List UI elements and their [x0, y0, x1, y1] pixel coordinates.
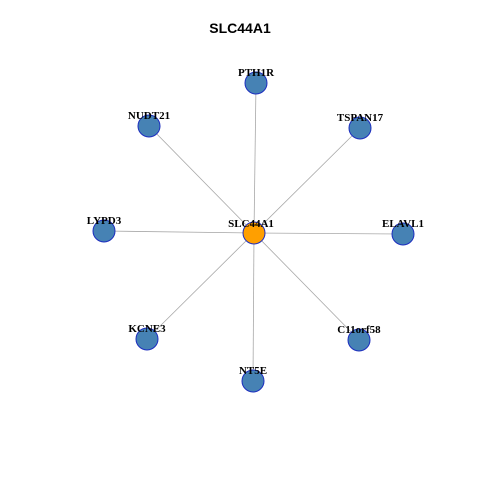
node-kcne3[interactable]	[135, 327, 159, 351]
node-hub-slc44a1[interactable]	[242, 221, 266, 245]
edge-tspan17	[253, 127, 361, 234]
chart-title: SLC44A1	[209, 20, 271, 36]
edge-nt5e	[252, 232, 255, 382]
node-layer	[92, 71, 415, 393]
edge-elavl1	[253, 232, 404, 235]
edge-nudt21	[148, 125, 255, 234]
node-lypd3[interactable]	[92, 219, 116, 243]
node-nt5e[interactable]	[241, 369, 265, 393]
node-label-hub: SLC44A1	[228, 218, 274, 230]
edge-kcne3	[146, 232, 255, 340]
node-c11orf58[interactable]	[347, 328, 371, 352]
edge-layer	[103, 82, 404, 382]
node-label-tspan17: TSPAN17	[337, 112, 384, 124]
edge-pth1r	[253, 82, 257, 234]
edge-c11orf58	[253, 232, 360, 341]
node-label-nt5e: NT5E	[239, 365, 267, 377]
node-elavl1[interactable]	[391, 222, 415, 246]
node-pth1r[interactable]	[244, 71, 268, 95]
node-label-lypd3: LYPD3	[87, 215, 122, 227]
node-label-elavl1: ELAVL1	[382, 218, 424, 230]
node-label-pth1r: PTH1R	[238, 67, 275, 79]
node-label-kcne3: KCNE3	[128, 323, 166, 335]
node-nudt21[interactable]	[137, 114, 161, 138]
node-tspan17[interactable]	[348, 116, 372, 140]
node-label-c11orf58: C11orf58	[337, 324, 381, 336]
edge-lypd3	[103, 230, 255, 234]
node-label-nudt21: NUDT21	[128, 110, 170, 122]
